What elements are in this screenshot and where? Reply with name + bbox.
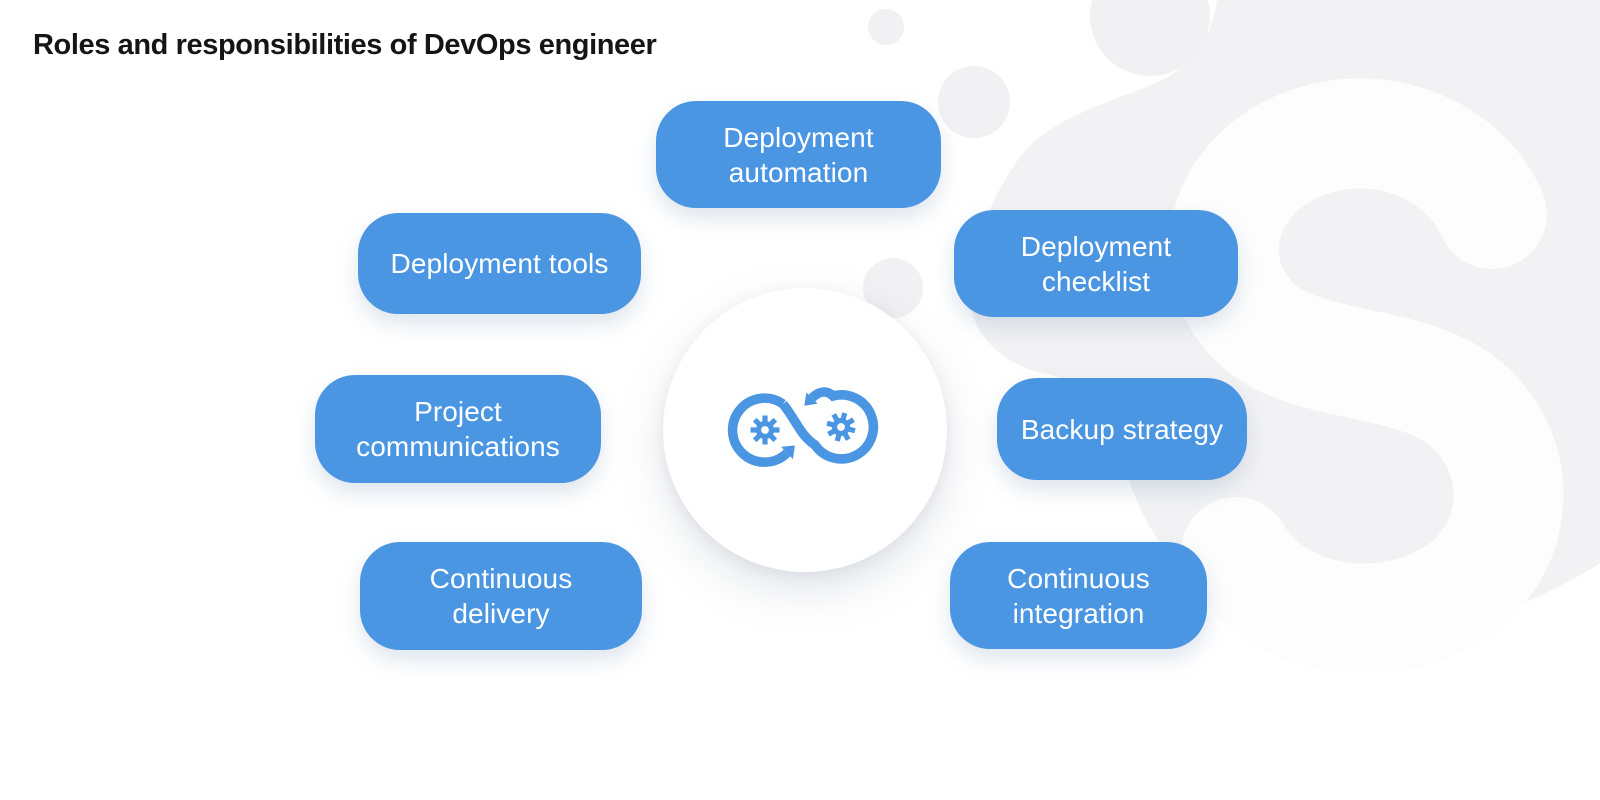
arrowhead-icon xyxy=(804,392,818,406)
node-deployment-checklist: Deployment checklist xyxy=(954,210,1238,317)
page-title: Roles and responsibilities of DevOps eng… xyxy=(33,29,657,61)
arrowhead-icon xyxy=(781,445,795,460)
node-continuous-delivery: Continuous delivery xyxy=(360,542,642,650)
node-label: Project communications xyxy=(356,396,560,462)
watermark-letter-s xyxy=(1168,78,1564,674)
node-continuous-integration: Continuous integration xyxy=(950,542,1207,649)
node-backup-strategy: Backup strategy xyxy=(997,378,1247,480)
devops-infinity-gears-icon xyxy=(727,387,879,467)
watermark-dot xyxy=(868,9,904,45)
node-deployment-automation: Deployment automation xyxy=(656,101,941,208)
node-label: Deployment checklist xyxy=(1020,230,1172,297)
node-project-communications: Project communications xyxy=(315,375,601,483)
watermark-dot xyxy=(938,66,1010,138)
node-label: Backup strategy xyxy=(1020,413,1224,445)
gear-icon xyxy=(750,415,780,445)
node-deployment-tools: Deployment tools xyxy=(358,213,641,314)
node-label: Deployment tools xyxy=(390,248,609,279)
node-label: Continuous delivery xyxy=(429,563,573,629)
node-label: Deployment automation xyxy=(723,121,874,188)
gear-icon xyxy=(826,412,856,442)
node-label: Continuous integration xyxy=(1007,562,1150,629)
watermark-dot xyxy=(1090,0,1210,76)
